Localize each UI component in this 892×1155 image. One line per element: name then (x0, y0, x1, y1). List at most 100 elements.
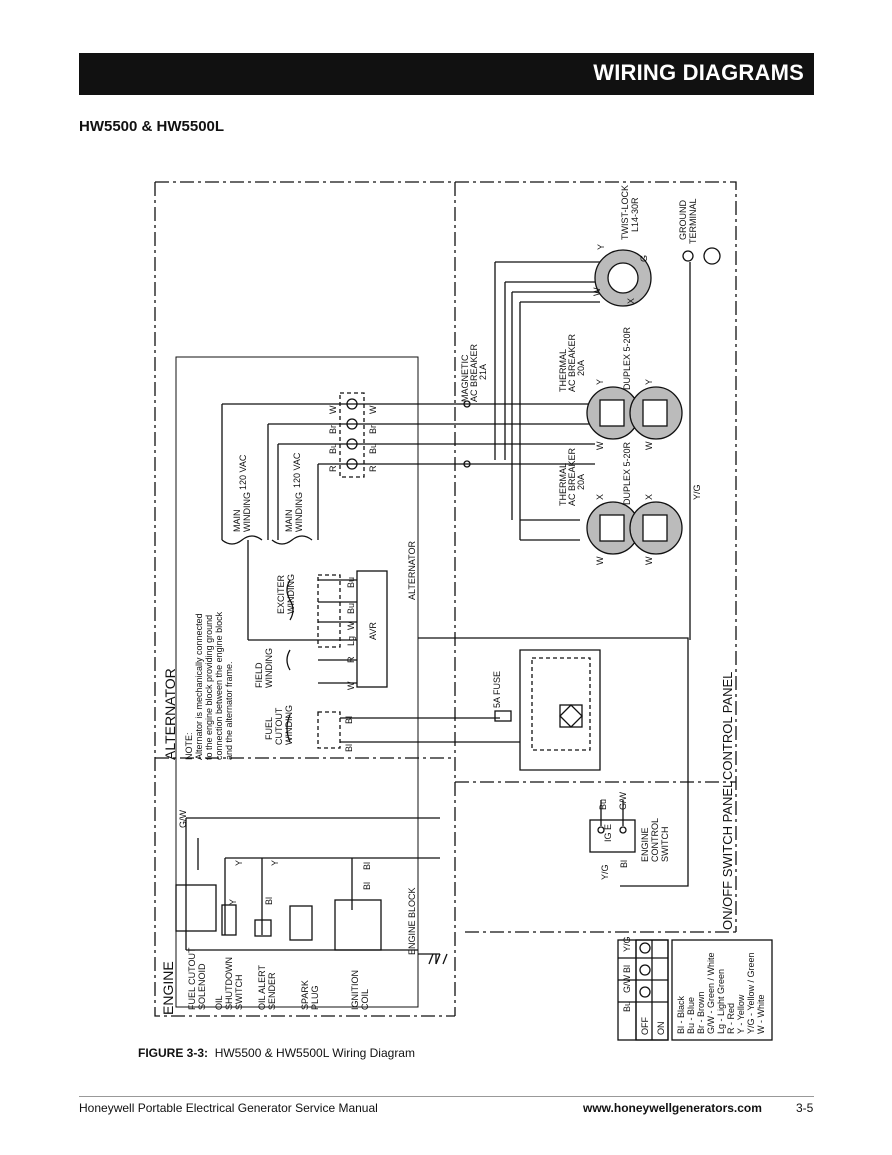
svg-text:AC BREAKER: AC BREAKER (567, 447, 577, 506)
svg-text:W: W (595, 556, 605, 565)
magnetic-breaker-label: MAGNETIC (460, 354, 470, 402)
svg-text:W: W (328, 405, 338, 414)
svg-text:connection between the engine: connection between the engine block (214, 611, 224, 760)
svg-text:Y/G - Yellow / Green: Y/G - Yellow / Green (746, 952, 756, 1034)
fuse-label: 5A FUSE (492, 671, 502, 708)
svg-text:Y/G: Y/G (692, 484, 702, 500)
engine-control-switch-label: ENGINE (640, 827, 650, 862)
switch-table-row-off: OFF (640, 1017, 650, 1035)
oil-alert-label: OIL ALERT (257, 964, 267, 1010)
svg-text:AC BREAKER: AC BREAKER (469, 343, 479, 402)
fuel-cutout-winding-label: FUEL (264, 717, 274, 740)
svg-text:G/W: G/W (178, 809, 188, 828)
section-banner: WIRING DIAGRAMS (79, 53, 814, 95)
alternator-label: ALTERNATOR (162, 668, 178, 760)
svg-text:L14-30R: L14-30R (630, 197, 640, 232)
svg-text:WINDING: WINDING (284, 705, 294, 745)
svg-text:Bu: Bu (346, 603, 356, 614)
svg-text:20A: 20A (576, 360, 586, 376)
engine-label: ENGINE (160, 961, 176, 1015)
svg-text:to the engine block providing: to the engine block providing ground (204, 615, 214, 760)
svg-text:Y/G: Y/G (600, 864, 610, 880)
color-legend: Bl - Black Bu - Blue Br - Brown G/W - Gr… (676, 952, 766, 1034)
footer-divider (79, 1096, 814, 1097)
on-off-panel-label: ON/OFF SWITCH PANEL (720, 781, 735, 930)
svg-text:AC BREAKER: AC BREAKER (567, 333, 577, 392)
svg-text:Bl: Bl (344, 744, 354, 752)
ground-terminal-label: GROUND (678, 200, 688, 240)
exciter-winding-label: EXCITER (276, 574, 286, 614)
svg-text:WINDING: WINDING (286, 574, 296, 614)
svg-text:G: G (639, 255, 649, 262)
svg-text:Y: Y (270, 860, 280, 866)
svg-text:W: W (346, 621, 356, 630)
svg-text:W: W (346, 681, 356, 690)
svg-text:W: W (592, 287, 602, 296)
svg-text:21A: 21A (478, 364, 488, 380)
svg-text:Br: Br (368, 425, 378, 434)
svg-text:WINDING: WINDING (294, 492, 304, 532)
svg-text:WINDING: WINDING (264, 648, 274, 688)
fuel-cutout-solenoid-label: FUEL CUTOUT (187, 947, 197, 1010)
switch-table-header-bl: Bl (622, 965, 632, 973)
thermal-breaker-label-1: THERMAL (558, 349, 568, 392)
note: NOTE: Alternator is mechanically connect… (184, 611, 234, 760)
svg-text:X: X (644, 494, 654, 500)
svg-text:SWITCH: SWITCH (234, 975, 244, 1011)
thermal-breaker-label-2: THERMAL (558, 463, 568, 506)
svg-text:IG: IG (603, 832, 613, 842)
switch-table-header-gw: G/W (622, 974, 632, 993)
footer-manual-title: Honeywell Portable Electrical Generator … (79, 1101, 378, 1115)
svg-text:Bl: Bl (362, 862, 372, 870)
svg-text:CONTROL: CONTROL (650, 818, 660, 862)
duplex-label-2: DUPLEX 5-20R (622, 441, 632, 505)
svg-text:NOTE:: NOTE: (184, 732, 194, 760)
svg-text:W: W (644, 441, 654, 450)
svg-text:W - White: W - White (756, 995, 766, 1035)
svg-text:R: R (368, 465, 378, 472)
svg-text:COIL: COIL (360, 989, 370, 1010)
svg-text:Y: Y (595, 379, 605, 385)
twist-lock-label: TWIST-LOCK (620, 185, 630, 240)
svg-text:X: X (595, 494, 605, 500)
svg-text:Y - Yellow: Y - Yellow (736, 994, 746, 1034)
svg-text:SWITCH: SWITCH (660, 827, 670, 863)
spark-plug-label: SPARK (300, 980, 310, 1010)
section-title: WIRING DIAGRAMS (593, 60, 804, 85)
switch-table-row-on: ON (656, 1022, 666, 1036)
svg-text:X: X (626, 298, 636, 304)
svg-text:W: W (368, 405, 378, 414)
svg-text:WINDING: WINDING (242, 492, 252, 532)
svg-text:PLUG: PLUG (310, 985, 320, 1010)
svg-text:Bl: Bl (619, 860, 629, 868)
svg-text:R: R (346, 656, 356, 663)
svg-text:Bl: Bl (362, 882, 372, 890)
svg-text:20A: 20A (576, 474, 586, 490)
svg-text:SHUTDOWN: SHUTDOWN (224, 957, 234, 1010)
svg-text:Bl: Bl (264, 897, 274, 905)
svg-text:W: W (595, 441, 605, 450)
duplex-label-1: DUPLEX 5-20R (622, 326, 632, 390)
svg-text:Lg - Light Green: Lg - Light Green (716, 969, 726, 1034)
svg-text:Br - Brown: Br - Brown (696, 991, 706, 1034)
svg-text:E: E (603, 824, 613, 830)
main-winding-label-2: MAIN (284, 510, 294, 533)
avr-label: AVR (368, 622, 378, 640)
svg-text:Y: Y (596, 244, 606, 250)
svg-text:Bu - Blue: Bu - Blue (686, 997, 696, 1034)
svg-text:Bu: Bu (368, 443, 378, 454)
svg-text:TERMINAL: TERMINAL (688, 198, 698, 244)
engine-block-label: ENGINE BLOCK (407, 887, 417, 955)
oil-shutdown-label: OIL (214, 995, 224, 1010)
svg-text:Y: Y (644, 379, 654, 385)
svg-text:Lg: Lg (346, 636, 356, 646)
ignition-coil-label: IGNITION (350, 970, 360, 1010)
footer-website-link[interactable]: www.honeywellgenerators.com (583, 1101, 762, 1115)
svg-text:SOLENOID: SOLENOID (197, 963, 207, 1010)
figure-caption-label: FIGURE 3-3: (138, 1046, 209, 1060)
svg-text:Bl - Black: Bl - Black (676, 995, 686, 1034)
figure-caption: FIGURE 3-3: HW5500 & HW5500L Wiring Diag… (138, 1046, 415, 1060)
svg-text:CUTOUT: CUTOUT (274, 707, 284, 745)
svg-text:Br: Br (328, 425, 338, 434)
